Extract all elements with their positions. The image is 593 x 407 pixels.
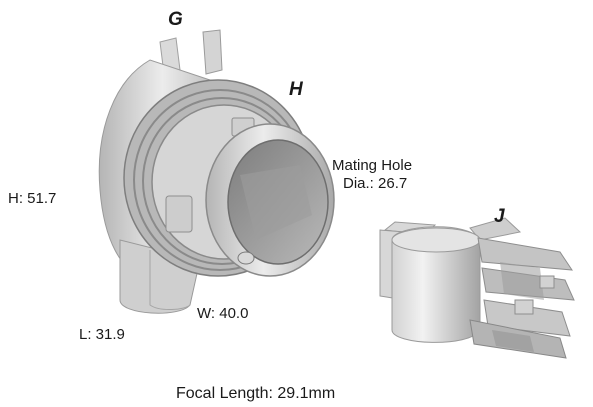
part-letter-h: H xyxy=(289,79,303,100)
tab-g xyxy=(202,29,223,75)
focal-length-caption: Focal Length: 29.1mm xyxy=(176,385,336,402)
socket-assembly xyxy=(98,29,335,314)
mating-hole-diameter: Dia.: 26.7 xyxy=(343,175,408,192)
mating-hole-title: Mating Hole xyxy=(332,157,413,174)
part-letter-j: J xyxy=(494,206,505,227)
length-label: L: 31.9 xyxy=(79,326,125,343)
mating-hole-label: Mating Hole Dia.: 26.7 xyxy=(332,157,412,193)
width-label: W: 40.0 xyxy=(197,305,249,322)
part-letter-g: G xyxy=(168,9,183,30)
height-label: H: 51.7 xyxy=(8,190,57,207)
holder-j xyxy=(379,217,575,359)
